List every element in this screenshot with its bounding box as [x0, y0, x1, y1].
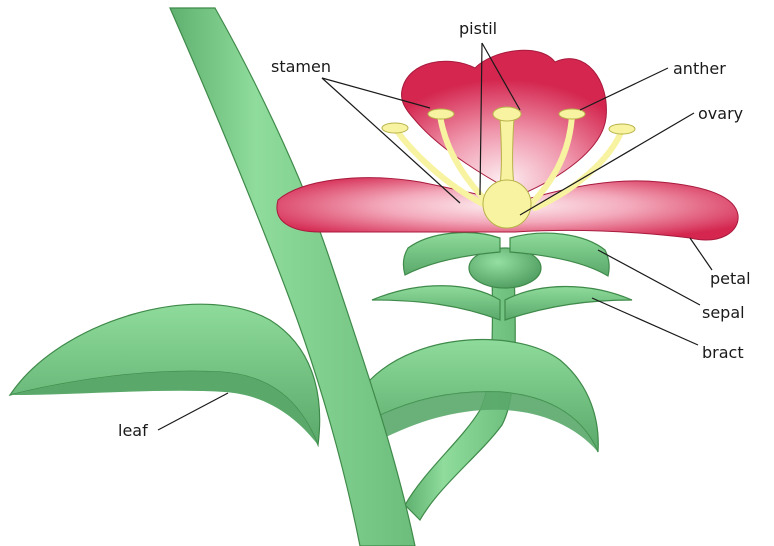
pistil-stigma — [493, 107, 521, 121]
bract-left — [372, 286, 500, 320]
pistil-style — [500, 118, 514, 185]
anther-4 — [609, 124, 635, 134]
anther-2 — [428, 109, 454, 119]
ovary — [483, 180, 531, 228]
petal-label: petal — [710, 269, 751, 288]
leaf-label: leaf — [118, 421, 148, 440]
bract-label: bract — [702, 343, 744, 362]
anther-1 — [382, 123, 408, 133]
main-stem — [170, 8, 415, 546]
leaf-leader — [158, 393, 228, 430]
anther-3 — [559, 109, 585, 119]
sepal-label: sepal — [702, 303, 745, 322]
ovary-label: ovary — [698, 104, 743, 123]
pistil-label: pistil — [459, 19, 497, 38]
petal-leader — [690, 238, 712, 270]
bract-right — [505, 287, 632, 321]
anther-label: anther — [673, 59, 726, 78]
bract-leader — [592, 298, 698, 345]
stamen-label: stamen — [271, 57, 331, 76]
